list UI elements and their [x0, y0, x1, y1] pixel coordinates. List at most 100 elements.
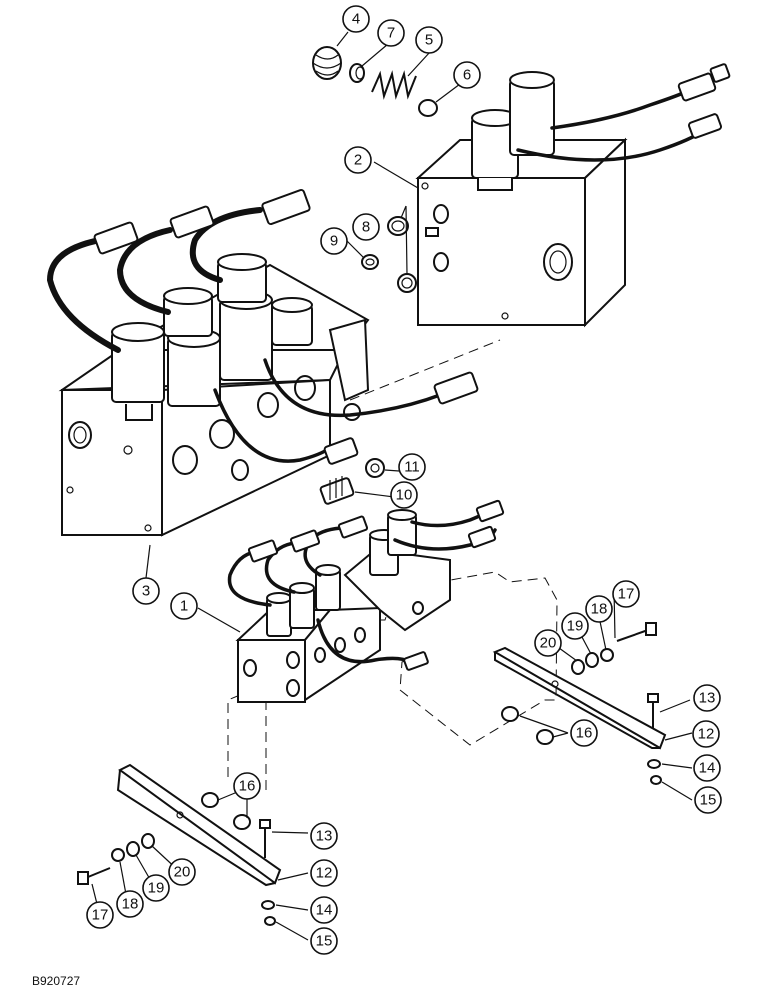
wire-3a: [46, 237, 121, 353]
bracket-right: [492, 646, 667, 750]
bolt-13-right: [647, 693, 659, 728]
washer-18-right: [600, 648, 614, 662]
valve-block-3: [58, 253, 370, 537]
callout-11: 11: [398, 453, 426, 481]
svg-text:16: 16: [576, 725, 593, 742]
svg-text:8: 8: [362, 219, 370, 236]
callout-13-right: 13: [693, 684, 721, 712]
connector-3d: [433, 371, 479, 405]
connector-3c: [261, 188, 311, 226]
callout-18-right: 18: [585, 595, 613, 623]
callout-7: 7: [377, 19, 405, 47]
callout-13-left: 13: [310, 822, 338, 850]
washer-15-right: [650, 775, 662, 785]
svg-text:5: 5: [425, 32, 433, 49]
svg-text:17: 17: [92, 907, 109, 924]
o-ring-8a: [387, 216, 409, 236]
callout-8: 8: [352, 213, 380, 241]
spacer-16d: [233, 814, 251, 830]
svg-text:9: 9: [330, 233, 338, 250]
callout-5: 5: [415, 26, 443, 54]
bolt-13-left: [259, 819, 271, 858]
nut-14-left: [261, 900, 275, 910]
washer-20-right: [571, 659, 585, 675]
callout-19-right: 19: [561, 612, 589, 640]
callout-12-right: 12: [692, 720, 720, 748]
plug-part-4: [312, 46, 342, 80]
callout-1: 1: [170, 592, 198, 620]
svg-text:13: 13: [699, 690, 716, 707]
svg-text:13: 13: [316, 828, 333, 845]
bracket-left: [116, 763, 282, 887]
valve-block-1: [235, 509, 451, 703]
alignment-line-c: [227, 694, 267, 790]
callout-9: 9: [320, 227, 348, 255]
callout-15-right: 15: [694, 786, 722, 814]
wire-1a: [227, 550, 272, 607]
connector-2b: [677, 63, 731, 102]
svg-text:6: 6: [463, 67, 471, 84]
svg-text:11: 11: [404, 459, 420, 476]
svg-text:2: 2: [354, 152, 362, 169]
connector-3b: [169, 205, 215, 239]
svg-text:16: 16: [239, 778, 256, 795]
spacer-16a: [501, 706, 519, 722]
connector-3e: [323, 437, 359, 465]
callout-17-left: 17: [86, 901, 114, 929]
wire-1b: [264, 541, 297, 594]
svg-text:3: 3: [142, 583, 150, 600]
callout-14-left: 14: [310, 896, 338, 924]
callout-2: 2: [344, 146, 372, 174]
spacer-16b: [536, 729, 554, 745]
connector-1d: [403, 651, 429, 671]
svg-text:15: 15: [700, 792, 717, 809]
spacer-16c: [201, 792, 219, 808]
callout-4: 4: [342, 5, 370, 33]
connector-3a: [93, 221, 139, 255]
callout-18-left: 18: [116, 890, 144, 918]
svg-text:15: 15: [316, 933, 333, 950]
callout-6: 6: [453, 61, 481, 89]
svg-text:17: 17: [618, 586, 635, 603]
bolt-17-right: [616, 622, 657, 642]
callout-10: 10: [390, 481, 418, 509]
wire-3d: [263, 358, 442, 418]
connector-2a: [688, 113, 722, 139]
alignment-line-a: [349, 339, 501, 401]
wire-2b: [550, 88, 692, 130]
svg-text:20: 20: [540, 635, 557, 652]
callout-17-right: 17: [612, 580, 640, 608]
connector-1b: [289, 529, 321, 553]
washer-part-11: [365, 458, 385, 478]
svg-text:10: 10: [396, 487, 413, 504]
ball-part-6: [418, 99, 438, 117]
connector-1a: [247, 539, 279, 563]
callout-3: 3: [132, 577, 160, 605]
svg-text:12: 12: [698, 726, 715, 743]
wire-2a: [516, 128, 707, 162]
svg-text:18: 18: [122, 896, 139, 913]
callout-14-right: 14: [693, 754, 721, 782]
o-ring-9: [361, 254, 379, 270]
callout-16-left: 16: [233, 772, 261, 800]
poppet-part-7: [349, 63, 365, 83]
figure-code: B920727: [32, 974, 80, 988]
washer-18-left: [111, 848, 125, 862]
callout-12-left: 12: [310, 859, 338, 887]
svg-text:14: 14: [316, 902, 333, 919]
svg-text:20: 20: [174, 864, 191, 881]
callout-20-right: 20: [534, 629, 562, 657]
washer-20-left: [141, 833, 155, 849]
wire-3c: [189, 207, 263, 283]
fitting-part-10: [319, 476, 355, 505]
wire-3e: [213, 388, 332, 463]
connector-1f: [475, 499, 505, 523]
spring-part-5: [371, 70, 417, 100]
svg-text:7: 7: [387, 25, 395, 42]
bolt-17-left: [77, 867, 111, 885]
callout-19-left: 19: [142, 874, 170, 902]
callout-16-right: 16: [570, 719, 598, 747]
nut-14-right: [647, 759, 661, 769]
washer-19-left: [126, 841, 140, 857]
